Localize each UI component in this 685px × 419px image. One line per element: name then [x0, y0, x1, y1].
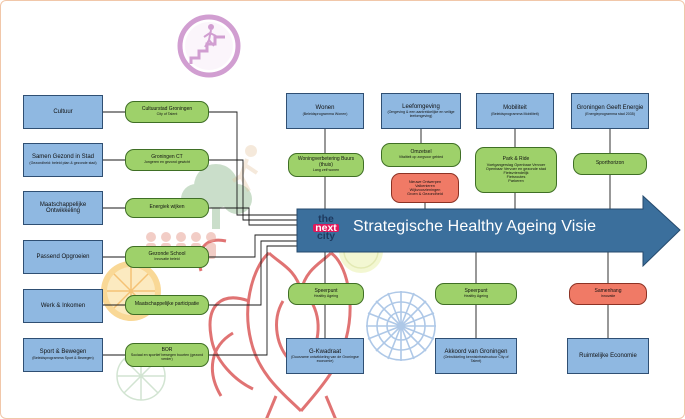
pill-line: Nieuwe Ontwerpen	[408, 180, 442, 185]
pill-subtitle: Vitaliteit op zorgvoor gebied	[398, 155, 444, 160]
box-subtitle: (Beleidsprogramma Mobiliteit)	[491, 111, 539, 116]
pill-energiek-wijken: Energiek wijken	[125, 198, 209, 218]
diagram-title: Strategische Healthy Ageing Visie	[353, 218, 597, 235]
box-samen-gezond: Samen Gezond in Stad (Gezondheid: beleid…	[23, 143, 103, 177]
box-akkoord-van-groningen: Akkoord van Groningen (Ontwikkeling kenn…	[435, 338, 517, 374]
box-title: Sport & Bewegen	[39, 349, 87, 356]
pill-speerpunt-1: Speerpunt Healthy Ageing	[288, 283, 364, 305]
pill-subtitle: Innovatie	[600, 294, 616, 299]
box-subtitle: (Ontwikkeling kennisinfrastructuur City …	[443, 354, 509, 363]
box-title: Leefomgeving	[402, 103, 440, 110]
logo-line-1: the	[318, 212, 334, 225]
box-maatschappelijke-ontwikkeling: Maatschappelijke Ontwikkeling	[23, 191, 103, 225]
sun-illustration	[366, 291, 436, 361]
pill-line: Voetgangerslag Openbaar Vervoer	[486, 162, 546, 167]
box-passend-opgroeien: Passend Opgroeien	[23, 240, 103, 274]
box-title: Maatschappelijke Ontwikkeling	[39, 201, 87, 214]
runner-illustration	[231, 145, 259, 192]
box-werk-inkomen: Werk & Inkomen	[23, 289, 103, 323]
pill-title: Park & Ride	[502, 156, 530, 163]
box-title: Samen Gezond in Stad	[31, 154, 95, 161]
pill-subtitle: Healthy Ageing	[313, 294, 339, 299]
box-subtitle: (Beleidsprogramma Wonen)	[302, 111, 348, 116]
pill-woningverbetering: Woningverbetering Buurs (thuis) Lang zel…	[288, 153, 364, 177]
pill-groningen-ct: Groningen CT Jongeren en gezond gewicht	[125, 149, 209, 171]
box-subtitle: (Beleidsprogramma Sport & Bewegen)	[32, 355, 94, 360]
pill-title: Omzetsel	[410, 148, 432, 155]
connector-fan-4	[209, 240, 297, 306]
pill-title: BOR	[161, 347, 173, 354]
box-title: Akkoord van Groningen	[444, 348, 508, 355]
pill-title: Samenhang	[594, 287, 622, 294]
box-ruimtelijke-economie: Ruimtelijke Economie	[567, 338, 649, 374]
pill-bor: BOR Sociaal en sportief bewegen buurten …	[125, 343, 209, 367]
pill-subtitle: Lang zelf wonen	[312, 167, 340, 172]
stairs-walker-icon	[177, 14, 241, 78]
pill-subtitle: Sociaal en sportief bewegen buurten (gez…	[130, 353, 204, 362]
pill-line: Wijkvoorzieningen	[409, 188, 441, 192]
box-g-kwadraat: G-Kwadraat (Duurzame ontwikkeling van de…	[286, 338, 364, 374]
pill-subtitle: Healthy Ageing	[463, 294, 489, 299]
pill-line: Openbaar Vervoer en gezonde stad	[485, 166, 547, 171]
logo-line-3: city	[316, 230, 336, 243]
box-subtitle: (Duurzame ontwikkeling van de Groningse …	[291, 354, 359, 363]
pill-omzetsel: Omzetsel Vitaliteit op zorgvoor gebied	[381, 143, 461, 167]
pill-subtitle: Jongeren en gezond gewicht	[144, 160, 190, 165]
pill-title: Woningverbetering Buurs (thuis)	[297, 156, 355, 168]
pill-cultuurstad: Cultuurstad Groningen City of Talent	[125, 101, 209, 123]
pill-speerpunt-2: Speerpunt Healthy Ageing	[435, 283, 517, 305]
pill-line: Fietsroutes	[506, 174, 526, 179]
box-title: Wonen	[315, 105, 335, 112]
connector-fan-0	[209, 111, 297, 216]
box-groningen-geeft-energie: Groningen Geeft Energie (Energieprogramm…	[571, 93, 649, 129]
box-title: Werk & Inkomen	[40, 302, 86, 309]
pill-park-ride: Park & Ride Voetgangerslag Openbaar Verv…	[475, 147, 557, 193]
connector-fan-1	[209, 159, 297, 221]
pill-title: Maatschappelijke participatie	[134, 301, 200, 308]
connector-fan-3	[209, 234, 297, 258]
box-title: G-Kwadraat	[308, 348, 341, 355]
pill-maatschappelijke-participatie: Maatschappelijke participatie	[125, 295, 209, 315]
pill-title: Gezonde School	[148, 250, 186, 257]
pill-line: Groen & Gezondheid	[407, 191, 443, 196]
box-wonen: Wonen (Beleidsprogramma Wonen)	[286, 93, 364, 129]
box-cultuur: Cultuur	[23, 95, 103, 129]
box-title: Mobiliteit	[503, 105, 527, 112]
pill-line: Fietsvriendelijk	[503, 170, 529, 175]
pill-title: Energiek wijken	[149, 204, 185, 211]
pill-line: Valkenieren	[415, 184, 435, 189]
pill-title: Groningen CT	[151, 153, 183, 160]
box-subtitle: (Energieprogramma stad 2035)	[585, 111, 635, 116]
connector-fan-5	[209, 245, 297, 356]
box-subtitle: (Gezondheid: beleid plan & gezonde stad)	[29, 160, 97, 165]
box-sport-bewegen: Sport & Bewegen (Beleidsprogramma Sport …	[23, 338, 103, 372]
pill-sporthorizon: Sporthorizon	[573, 153, 647, 175]
pill-samenhang: Samenhang Innovatie	[569, 283, 647, 305]
pill-gezonde-school: Gezonde School Innovatie beleid	[125, 246, 209, 268]
logo-line-2: next	[313, 221, 339, 234]
pill-line: Parkeren	[508, 178, 524, 183]
pill-subtitle: City of Talent	[156, 112, 178, 117]
box-title: Groningen Geeft Energie	[576, 105, 644, 112]
pill-title: Speerpunt	[314, 287, 338, 294]
the-next-city-logo: the next city	[303, 211, 349, 245]
box-mobiliteit: Mobiliteit (Beleidsprogramma Mobiliteit)	[476, 93, 554, 129]
pill-title: Speerpunt	[464, 287, 488, 294]
box-title: Ruimtelijke Economie	[579, 352, 637, 359]
box-title: Cultuur	[53, 108, 73, 115]
box-subtitle: (Omgeving & een aantrekkelijke en veilig…	[387, 109, 455, 118]
pill-title: Sporthorizon	[595, 160, 625, 167]
pill-subtitle: Innovatie beleid	[154, 257, 180, 262]
connector-fan-2	[209, 207, 297, 226]
pill-title: Cultuurstad Groningen	[141, 105, 193, 112]
box-title: Passend Opgroeien	[36, 253, 90, 260]
box-leefomgeving: Leefomgeving (Omgeving & een aantrekkeli…	[381, 93, 461, 129]
pill-nieuwe-ontwerpen: Nieuwe Ontwerpen Valkenieren Wijkvoorzie…	[391, 173, 459, 203]
